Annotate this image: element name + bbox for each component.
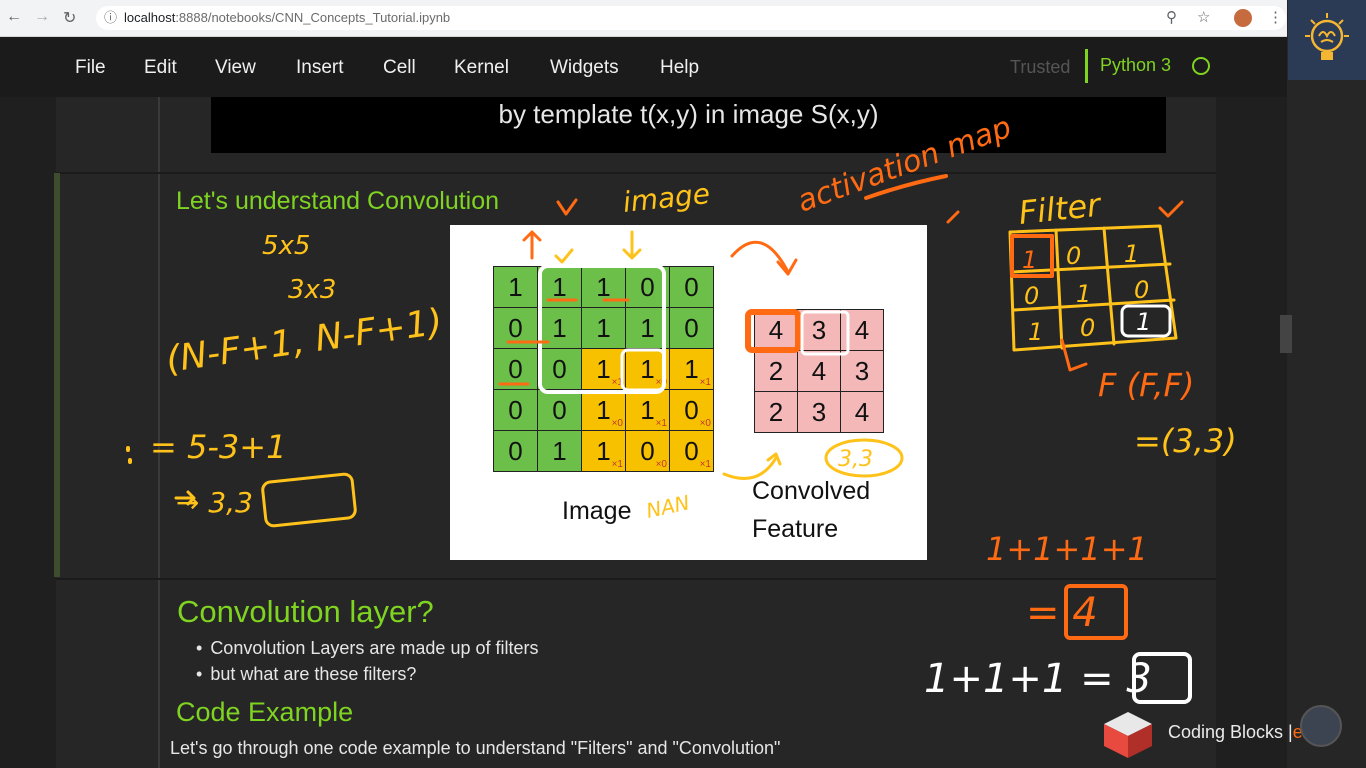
image-cell: 0×0	[625, 430, 670, 472]
list-item: but what are these filters?	[196, 664, 539, 690]
bookmark-star-icon[interactable]: ☆	[1197, 9, 1211, 26]
image-cell: 0×1	[669, 430, 714, 472]
image-cell: 0	[493, 389, 538, 431]
kernel-weight: ×0	[655, 459, 667, 470]
caption-text: by template t(x,y) in image S(x,y)	[498, 99, 879, 129]
menu-kernel[interactable]: Kernel	[454, 57, 509, 78]
cell-divider	[56, 172, 1216, 174]
menu-edit[interactable]: Edit	[144, 57, 177, 78]
kernel-name[interactable]: Python 3	[1100, 55, 1172, 75]
menu-view[interactable]: View	[215, 57, 256, 78]
back-icon[interactable]: ←	[6, 8, 22, 25]
image-cell: 1×1	[625, 389, 670, 431]
kernel-weight: ×0	[699, 418, 711, 429]
caption-box: by template t(x,y) in image S(x,y)	[211, 97, 1166, 153]
kernel-weight: ×1	[655, 418, 667, 429]
image-cell: 0	[669, 266, 714, 308]
menu-insert[interactable]: Insert	[296, 57, 344, 78]
credit-brand: Coding Blocks |	[1168, 722, 1293, 742]
heading-understand-convolution: Let's understand Convolution	[176, 187, 500, 215]
channel-logo	[1288, 0, 1366, 80]
convolved-cell: 2	[754, 391, 798, 433]
kernel-weight: ×0	[611, 418, 623, 429]
heading-convolution-layer: Convolution layer?	[177, 594, 434, 629]
kernel-weight: ×1	[699, 459, 711, 470]
image-cell: 0	[669, 307, 714, 349]
image-cell: 0	[537, 389, 582, 431]
info-icon[interactable]: ⓘ	[104, 10, 118, 25]
address-bar[interactable]: ⓘ localhost:8888/notebooks/CNN_Concepts_…	[96, 6, 1286, 30]
image-cell: 0	[493, 307, 538, 349]
convolved-cell: 4	[840, 391, 884, 433]
image-cell: 1	[537, 307, 582, 349]
selected-cell-indicator	[54, 173, 60, 577]
forward-icon[interactable]: →	[34, 8, 50, 25]
kernel-weight: ×0	[655, 377, 667, 388]
image-cell: 0×0	[669, 389, 714, 431]
image-cell: 1×1	[581, 430, 626, 472]
menu-file[interactable]: File	[75, 57, 106, 78]
presenter-avatar	[1300, 705, 1342, 747]
url-text: localhost:8888/notebooks/CNN_Concepts_Tu…	[124, 10, 451, 25]
feature-label: Feature	[752, 515, 839, 543]
convolved-cell: 3	[840, 350, 884, 392]
convolved-cell: 3	[797, 391, 841, 433]
prompt-gutter	[158, 97, 160, 768]
kernel-status-icon	[1192, 57, 1210, 75]
image-cell: 1×0	[581, 389, 626, 431]
bullet-list: Convolution Layers are made up of filter…	[196, 638, 539, 690]
kernel-weight: ×1	[699, 377, 711, 388]
convolved-cell: 2	[754, 350, 798, 392]
bulb-brain-icon	[1305, 13, 1349, 60]
cell-divider	[56, 578, 1216, 580]
kernel-weight: ×1	[611, 459, 623, 470]
browser-toolbar: ← → ↻ ⓘ localhost:8888/notebooks/CNN_Con…	[0, 0, 1366, 37]
trusted-indicator[interactable]: Trusted	[1010, 57, 1071, 77]
menu-cell[interactable]: Cell	[383, 57, 416, 78]
image-cell: 1	[537, 266, 582, 308]
zoom-icon[interactable]: ⚲	[1166, 9, 1177, 26]
image-cell: 0	[493, 430, 538, 472]
image-cell: 1	[581, 307, 626, 349]
image-cell: 1×0	[625, 348, 670, 390]
kernel-separator	[1085, 49, 1088, 83]
menu-dots-icon[interactable]: ⋮	[1268, 9, 1283, 26]
code-example-text: Let's go through one code example to und…	[170, 738, 781, 758]
convolved-cell: 4	[797, 350, 841, 392]
image-label: Image	[562, 497, 632, 525]
jupyter-menubar: File Edit View Insert Cell Kernel Widget…	[0, 37, 1287, 97]
convolved-cell: 3	[797, 309, 841, 351]
side-strip	[1287, 0, 1366, 768]
menu-widgets[interactable]: Widgets	[550, 57, 619, 78]
convolved-cell: 4	[754, 309, 798, 351]
image-cell: 1	[625, 307, 670, 349]
coding-blocks-credit: Coding Blocks |e	[1168, 722, 1303, 743]
image-cell: 1×1	[669, 348, 714, 390]
menu-help[interactable]: Help	[660, 57, 700, 78]
image-cell: 0	[625, 266, 670, 308]
reload-icon[interactable]: ↻	[63, 10, 77, 27]
scrollbar-thumb[interactable]	[1280, 315, 1292, 353]
credit-tail: e	[1292, 722, 1303, 742]
image-cell: 0	[493, 348, 538, 390]
kernel-weight: ×1	[611, 377, 623, 388]
convolved-label: Convolved	[752, 477, 871, 505]
convolved-cell: 4	[840, 309, 884, 351]
list-item: Convolution Layers are made up of filter…	[196, 638, 538, 664]
image-cell: 1	[581, 266, 626, 308]
coding-blocks-logo-icon	[1104, 712, 1152, 758]
image-cell: 1×1	[581, 348, 626, 390]
heading-code-example: Code Example	[176, 697, 354, 727]
image-cell: 1	[537, 430, 582, 472]
profile-avatar[interactable]	[1234, 9, 1252, 27]
image-cell: 1	[493, 266, 538, 308]
image-cell: 0	[537, 348, 582, 390]
